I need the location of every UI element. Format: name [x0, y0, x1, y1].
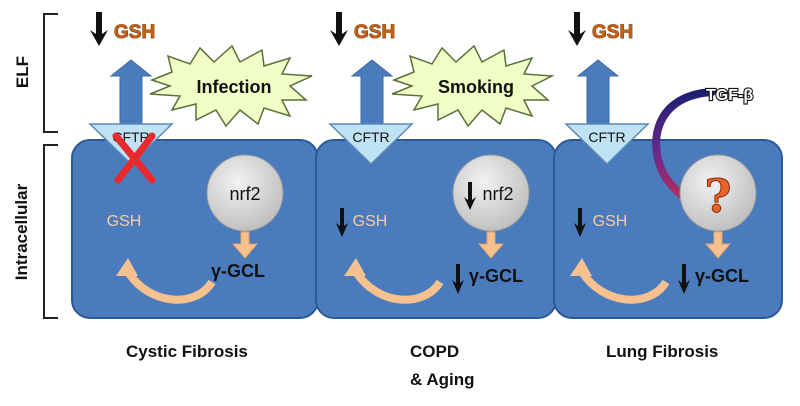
- cell-gsh-label-3: GSH: [593, 213, 628, 230]
- cftr-label: CFTR: [588, 129, 625, 145]
- synthesis-arrow-3: [570, 258, 670, 304]
- down-arrow-icon: [574, 208, 586, 237]
- question-mark-icon: ?: [705, 169, 732, 223]
- nrf2-circle-1: nrf2: [206, 154, 284, 232]
- infection-burst: Infection: [149, 44, 313, 128]
- regulator-label: nrf2: [482, 184, 513, 204]
- down-arrow-icon: [464, 182, 476, 210]
- infection-label: Infection: [197, 77, 272, 97]
- elf-gsh-label: GSH: [354, 22, 395, 43]
- synthesis-arrow-2: [344, 258, 444, 304]
- synthesis-arrow-1: [116, 258, 216, 304]
- cell-lung-fibrosis: [553, 139, 783, 319]
- down-arrow-icon: [452, 264, 464, 294]
- condition-line-2: & Aging: [410, 370, 475, 389]
- cell-gsh-label-2: GSH: [353, 213, 388, 230]
- activation-arrow-3: [704, 231, 732, 259]
- nrf2-circle-2: nrf2: [452, 154, 530, 232]
- down-arrow-icon: [336, 208, 348, 237]
- down-arrow-icon: [678, 264, 690, 294]
- condition-line: COPD: [410, 342, 460, 361]
- down-arrow-icon: [568, 12, 586, 46]
- export-arrow-1: [109, 59, 153, 127]
- gcl-decrease-3: γ-GCL: [678, 264, 749, 294]
- export-arrow-3: [576, 59, 620, 127]
- cftr-channel-2: CFTR: [328, 123, 414, 166]
- export-arrow-2: [350, 59, 394, 127]
- elf-label: ELF: [13, 55, 32, 89]
- tgf-beta-label: TGF-β: [706, 87, 753, 104]
- elf-gsh-decrease-2: GSH: [330, 12, 396, 46]
- down-arrow-icon: [330, 12, 348, 46]
- condition-lung-fibrosis: Lung Fibrosis: [606, 342, 718, 362]
- cell-gsh-decrease-3: GSH: [574, 208, 627, 237]
- gcl-decrease-2: γ-GCL: [452, 264, 523, 294]
- activation-arrow-2: [477, 231, 505, 259]
- cell-gsh-decrease-2: GSH: [336, 208, 387, 237]
- elf-gsh-label: GSH: [592, 22, 633, 43]
- elf-gsh-label: GSH: [114, 22, 155, 43]
- cftr-channel-3: CFTR: [564, 123, 650, 166]
- condition-cystic-fibrosis: Cystic Fibrosis: [126, 342, 248, 362]
- cftr-blocked-x-icon: [112, 132, 156, 184]
- cftr-label: CFTR: [352, 129, 389, 145]
- smoking-label: Smoking: [438, 77, 514, 97]
- smoking-burst: Smoking: [391, 44, 555, 128]
- gcl-label-1: γ-GCL: [211, 261, 265, 281]
- condition-line: Cystic Fibrosis: [126, 342, 248, 361]
- elf-gsh-decrease-3: GSH: [568, 12, 634, 46]
- elf-gsh-decrease-1: GSH: [90, 12, 156, 46]
- gcl-label-3: γ-GCL: [695, 266, 749, 286]
- gcl-label-2: γ-GCL: [469, 266, 523, 286]
- down-arrow-icon: [90, 12, 108, 46]
- regulator-label: nrf2: [229, 184, 260, 204]
- intracellular-label: Intracellular: [12, 183, 31, 281]
- condition-line: Lung Fibrosis: [606, 342, 719, 361]
- intracellular-bracket: [43, 144, 58, 319]
- elf-bracket: [43, 13, 58, 133]
- unknown-regulator-circle: ?: [679, 154, 757, 232]
- activation-arrow-1: [231, 231, 259, 259]
- cell-gsh-label-1: GSH: [107, 213, 142, 230]
- condition-copd-aging: COPD & Aging: [410, 342, 475, 390]
